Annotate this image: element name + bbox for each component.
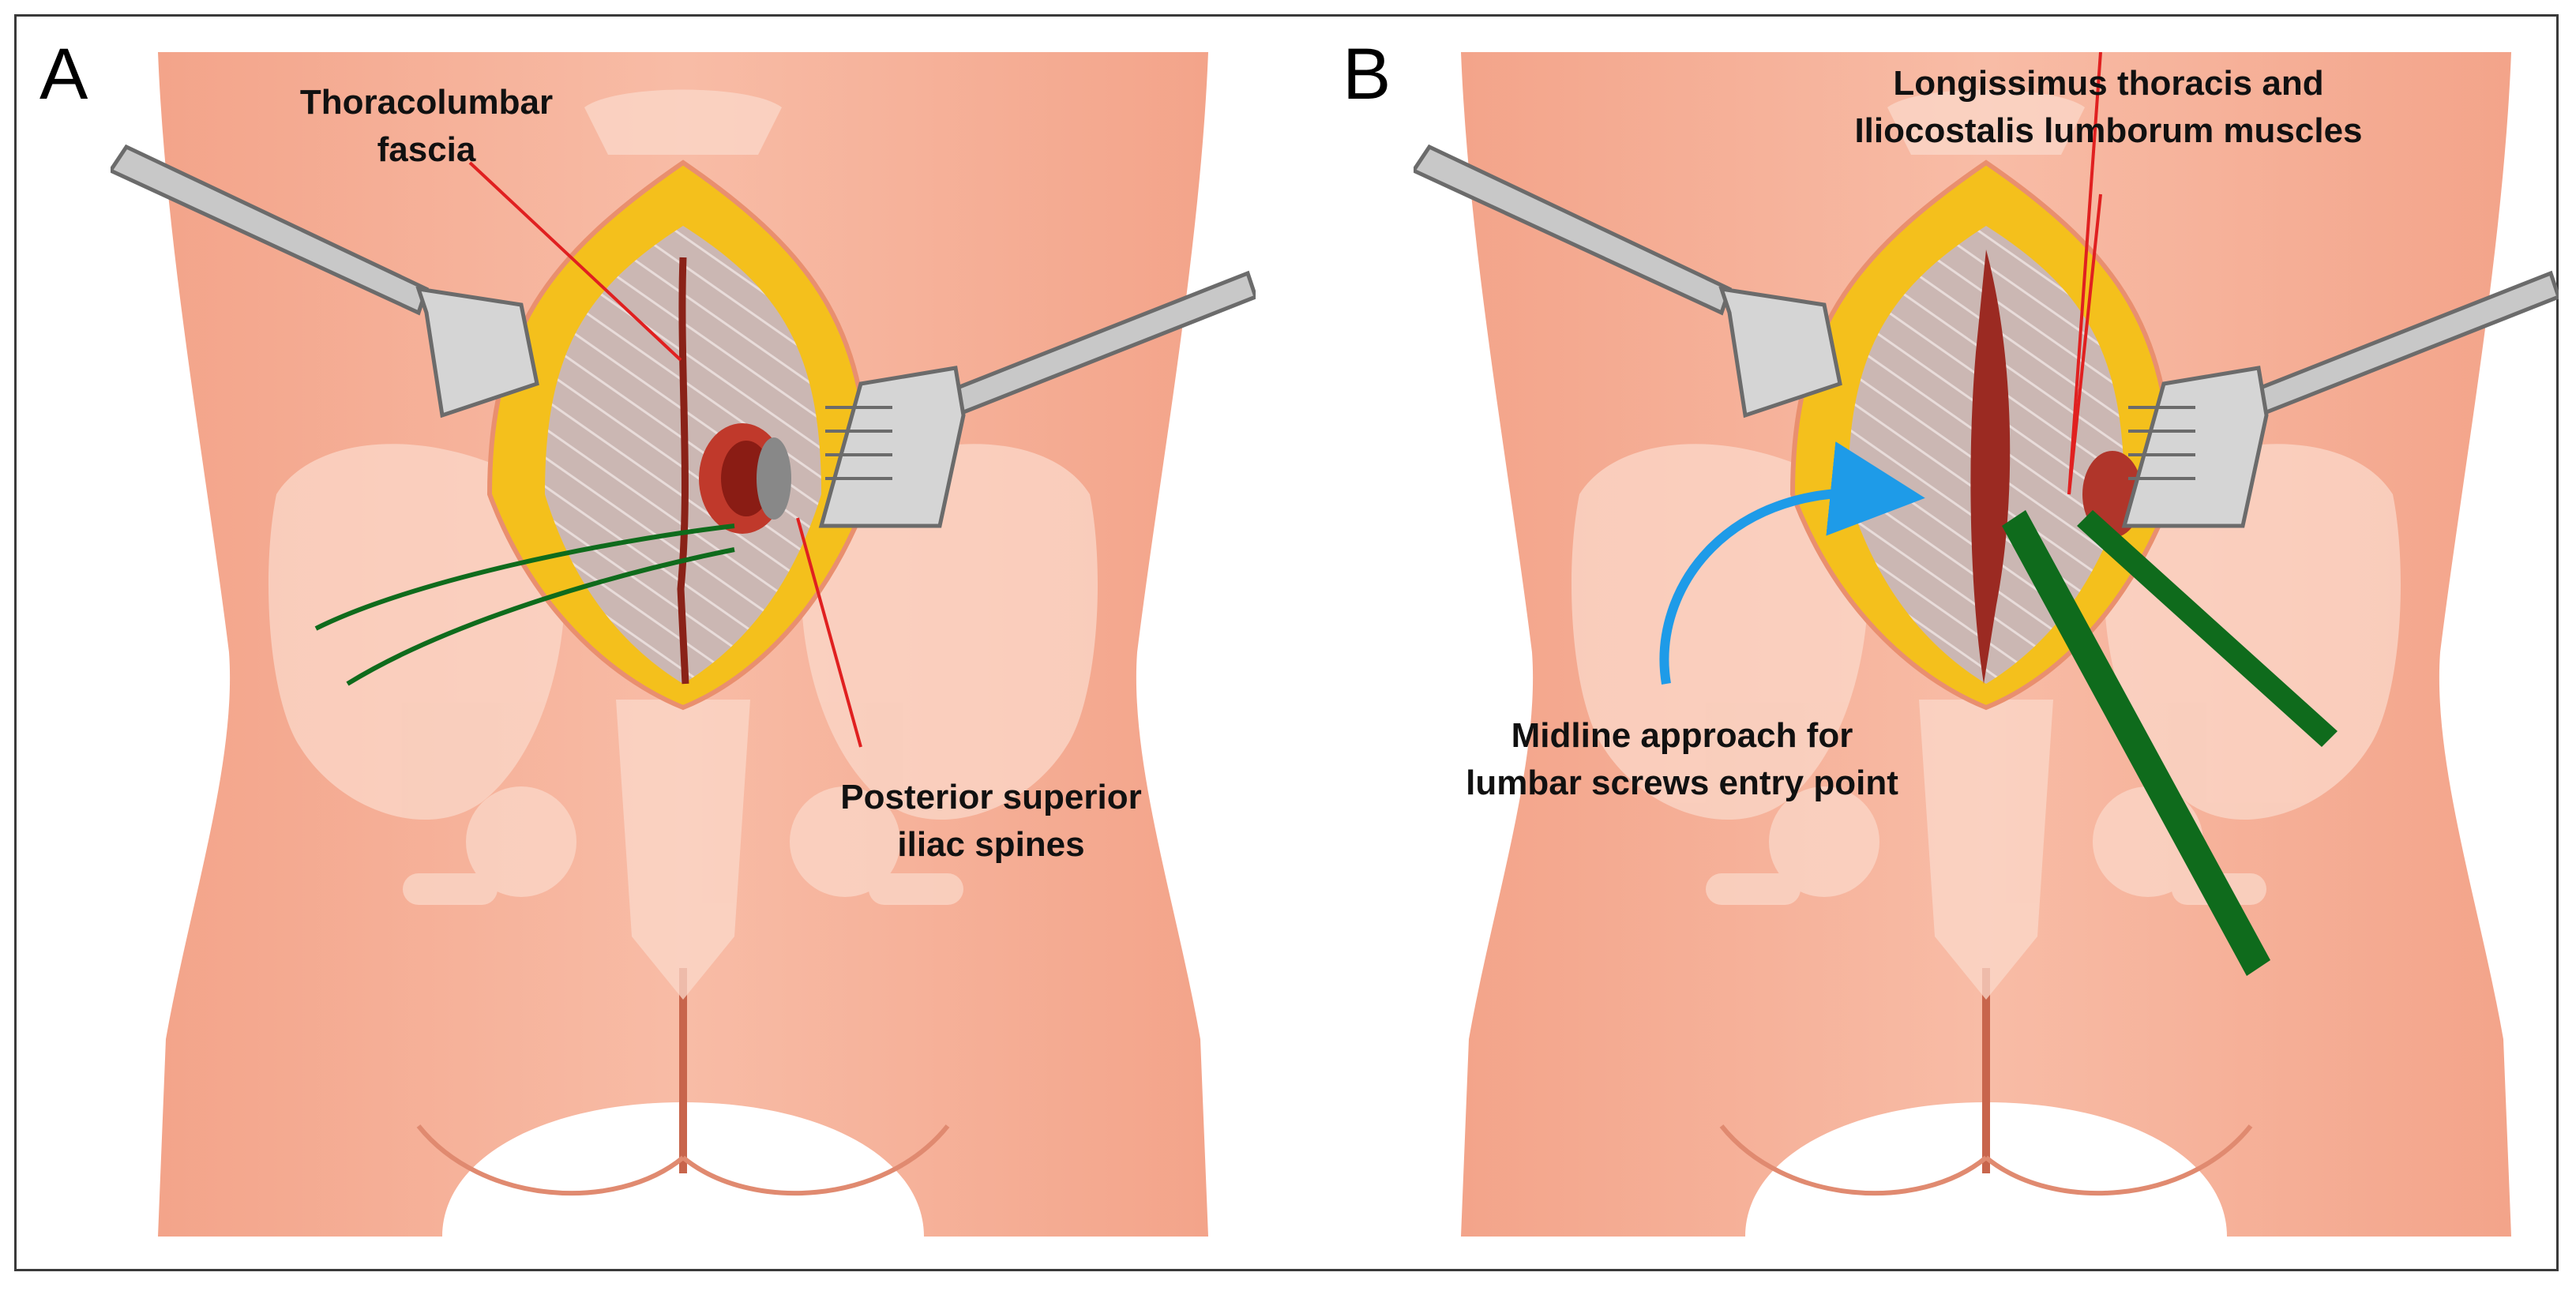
midline-opening xyxy=(1970,250,2011,684)
fascia-label: Thoracolumbar fascia xyxy=(261,79,592,174)
panel-b xyxy=(1414,52,2559,1237)
muscles-pointer-line xyxy=(2067,193,2102,495)
panel-a-letter: A xyxy=(39,34,88,114)
psis-label-line2: iliac spines xyxy=(897,825,1085,864)
screw-trajectory-2 xyxy=(2077,510,2338,747)
screw-trajectory-1 xyxy=(2002,510,2270,976)
fascia-pointer xyxy=(468,161,682,362)
psis-label-line1: Posterior superior xyxy=(840,778,1142,816)
left-retractor xyxy=(111,144,539,418)
fascia-label-line2: fascia xyxy=(377,130,476,169)
panel-b-illustration xyxy=(1414,52,2559,1237)
muscles-label: Longissimus thoracis and Iliocostalis lu… xyxy=(1824,60,2393,155)
midline-approach-arrow xyxy=(1659,441,1925,685)
right-buttock-curve xyxy=(1985,1124,2253,1196)
guide-wire-1 xyxy=(314,524,735,631)
panel-a xyxy=(111,52,1256,1237)
fascia-label-line1: Thoracolumbar xyxy=(299,83,554,122)
psis-label: Posterior superior iliac spines xyxy=(817,774,1165,869)
pelvis-bones xyxy=(268,89,1098,1000)
muscles-label-line2: Iliocostalis lumborum muscles xyxy=(1854,111,2363,150)
left-buttock-curve xyxy=(416,1124,685,1196)
muscles-pointer xyxy=(2067,52,2102,495)
midline-label: Midline approach for lumbar screws entry… xyxy=(1429,712,1935,807)
panel-a-illustration xyxy=(111,52,1256,1237)
right-buttock-curve xyxy=(682,1124,950,1196)
midline-slit xyxy=(677,257,689,685)
psis-bone-exposure xyxy=(699,423,791,534)
panel-b-letter: B xyxy=(1342,34,1391,114)
right-retractor xyxy=(818,270,1256,528)
left-retractor xyxy=(1414,144,1842,418)
muscles-label-line1: Longissimus thoracis and xyxy=(1893,64,2324,103)
pelvis-bones xyxy=(1572,89,2401,1000)
midline-label-line2: lumbar screws entry point xyxy=(1466,764,1898,802)
right-retractor xyxy=(2121,270,2559,528)
psis-pointer xyxy=(796,517,862,748)
left-buttock-curve xyxy=(1719,1124,1988,1196)
guide-wire-2 xyxy=(346,547,735,686)
midline-label-line1: Midline approach for xyxy=(1511,716,1853,755)
